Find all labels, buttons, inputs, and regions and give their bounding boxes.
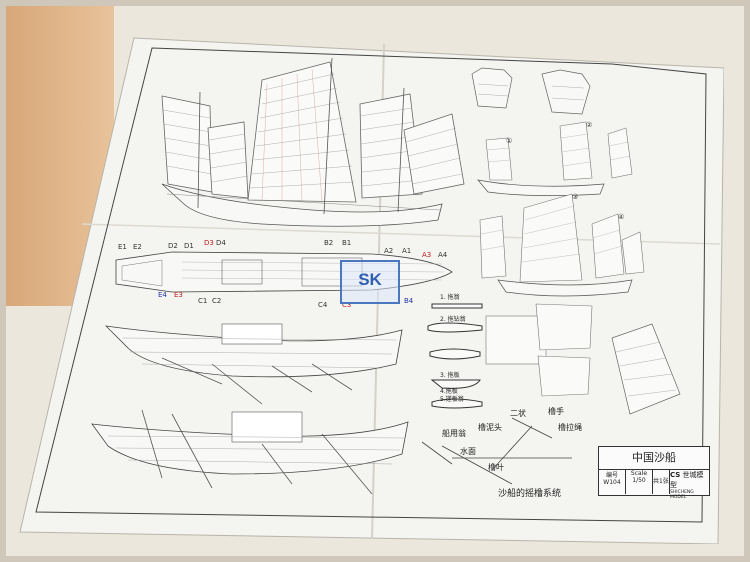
label-b4: B4 [404, 297, 414, 305]
label-b2: B2 [324, 239, 334, 247]
label-d1: D1 [184, 242, 194, 250]
oar-label-boat: 船用翁 [442, 429, 466, 438]
label-e2: E2 [133, 243, 142, 251]
code-label: 编号 [605, 472, 618, 479]
drawing-title: 中国沙船 [632, 451, 676, 464]
label-a3: A3 [422, 251, 432, 259]
scale-cell: Scale 1/50 [626, 469, 653, 494]
label-c2: C2 [212, 297, 222, 305]
label-c3: C3 [342, 301, 352, 309]
watermark-logo: SK [340, 260, 400, 304]
sail-marker-1: ① [506, 137, 513, 145]
sail-marker-2: ② [586, 121, 593, 129]
tool-caption-5: 5.搓板翁 [440, 396, 464, 403]
code-value: W104 [603, 479, 621, 486]
brand-name: CS 世城模型 [670, 470, 709, 490]
code-cell: 编号 W104 [599, 469, 626, 494]
tool-caption-1: 1. 拖翁 [440, 294, 460, 301]
label-e1: E1 [118, 243, 127, 251]
label-d2: D2 [168, 242, 178, 250]
label-c1: C1 [198, 297, 208, 305]
brand-logo: CS [670, 471, 681, 479]
oar-caption: 沙船的摇橹系统 [498, 489, 562, 499]
label-d3: D3 [204, 239, 214, 247]
watermark-text: SK [358, 270, 382, 289]
brand-cn: 世城模型 [670, 471, 704, 489]
label-c4: C4 [318, 301, 328, 309]
oar-label-bend: 二状 [510, 409, 526, 418]
label-a4: A4 [438, 251, 448, 259]
sail-marker-4: ④ [618, 213, 625, 221]
title-block: 中国沙船 编号 W104 Scale 1/50 共1张 CS 世城模型 SHIC… [598, 446, 710, 500]
brand-en: SHICHENG MODEL [670, 490, 694, 500]
label-e4: E4 [158, 291, 167, 299]
scale-label: Scale [630, 470, 648, 477]
oar-label-hand: 橹手 [548, 407, 564, 416]
label-a2: A2 [384, 247, 394, 255]
oar-label-water: 水面 [460, 447, 476, 456]
oar-label-blade: 橹叶 [488, 463, 504, 472]
label-d4: D4 [216, 239, 226, 247]
label-a1: A1 [402, 247, 412, 255]
scale-value: 1/50 [632, 477, 646, 484]
label-e3: E3 [174, 291, 183, 299]
sheet-count: 共1张 [653, 469, 670, 494]
label-b1: B1 [342, 239, 352, 247]
oar-label-head: 橹泥头 [478, 423, 502, 432]
tool-caption-2: 2. 拖钻翁 [440, 316, 466, 323]
blueprint-sheet: E1 E2 D2 D1 D3 D4 B2 B1 A2 A1 A3 A4 E4 E… [12, 34, 724, 544]
oar-label-rope: 橹拉绳 [558, 423, 582, 432]
sail-marker-3: ③ [572, 193, 579, 201]
tool-caption-3: 3. 拖板 [440, 372, 460, 379]
brand-cell: CS 世城模型 SHICHENG MODEL [670, 469, 709, 500]
tool-caption-4: 4.拖板 [440, 388, 458, 395]
